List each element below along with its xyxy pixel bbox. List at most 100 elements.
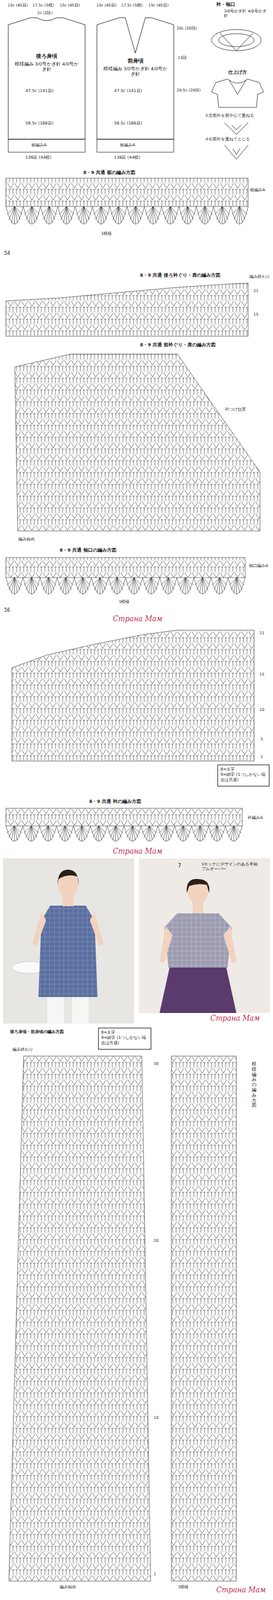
shell-fan xyxy=(5,206,24,225)
body-chart xyxy=(8,1057,151,1584)
chart-title: 8・9 共通 前衿ぐり・肩の編み方図 xyxy=(139,342,217,349)
dimension-label: 56.5c (166目) xyxy=(24,121,54,126)
watermark: Страна Мам xyxy=(112,848,164,857)
shell-fan xyxy=(161,206,180,225)
piece-note: 9=細字 (1つしかない場合は共通) xyxy=(220,773,267,785)
dimension-label: 15c (45目) xyxy=(147,3,169,9)
page-number: 56 xyxy=(3,608,11,615)
chart-note: 編み始め xyxy=(59,1587,77,1592)
shell-fan xyxy=(109,206,128,225)
shell-fan xyxy=(40,578,58,596)
watermark: Страна Мам xyxy=(209,1015,261,1025)
chart-note: 裾編みA xyxy=(249,187,271,193)
front-neck-chart xyxy=(14,354,260,532)
dimension-label: 136目 (44模) xyxy=(113,155,141,161)
shell-fan xyxy=(56,827,74,843)
piece-name: 8=太字 xyxy=(101,1031,149,1038)
chart-title: 後ろ身頃・前身頃の編み方図 xyxy=(9,1031,65,1036)
chart-title: 8・9 共通 衿の編み方図 xyxy=(88,800,142,806)
shell-fan xyxy=(92,206,110,225)
chart-title: 8・9 共通 後ろ衿ぐり・肩の編み方図 xyxy=(139,273,221,279)
shell-fan xyxy=(174,827,193,843)
dimension-label: 17.5c (5模) xyxy=(120,3,143,9)
hem-chart xyxy=(5,178,249,207)
chart-note: ①左前衿を前中心で重ねる xyxy=(204,113,271,119)
shell-fan xyxy=(23,206,41,225)
shell-fan xyxy=(23,827,41,843)
dimension-label: 15c (45目) xyxy=(95,3,117,9)
photo-blue-tunic xyxy=(2,859,135,1026)
piece-note: 模様編み 3/0号かぎ針 4/0号かぎ針 xyxy=(13,61,81,73)
chart-title: 仕上げ方 xyxy=(227,69,248,76)
row-number: 5 xyxy=(260,738,264,744)
piece-name: 8=太字 xyxy=(220,768,267,774)
row-number: 15 xyxy=(258,673,265,679)
shell-fan xyxy=(142,578,160,596)
row-number: 1 xyxy=(260,756,264,762)
row-number: 20 xyxy=(153,1240,159,1246)
dimension-label: 47.5c (141目) xyxy=(24,88,54,94)
shell-fan xyxy=(196,206,214,225)
row-number: 21 xyxy=(258,632,265,637)
pattern-column-chart xyxy=(171,1057,237,1584)
dimension-label: 20c (20段) xyxy=(176,26,198,32)
chart-note: 1模様 xyxy=(177,1587,190,1592)
shell-fan xyxy=(125,578,143,596)
shell-fan xyxy=(210,578,229,596)
legend-box: 8=太字9=細字 (1つしかない場合は共通) xyxy=(217,765,270,788)
shell-fan xyxy=(23,578,41,596)
shell-fan xyxy=(159,578,177,596)
shell-fan xyxy=(176,578,194,596)
back-shoulder-chart xyxy=(5,283,249,337)
shell-fan xyxy=(90,827,108,843)
chart-note: 編み始め xyxy=(17,537,36,543)
shell-fan xyxy=(231,206,249,225)
shell-fan xyxy=(124,827,142,843)
piece-name: 前身頃 xyxy=(101,57,169,65)
row-number: 1 xyxy=(153,1574,157,1580)
dimension-label: 15c (45目) xyxy=(7,3,29,9)
shell-fan xyxy=(208,827,226,843)
shell-fan xyxy=(57,578,75,596)
chart-note: 裾編みA xyxy=(30,143,48,148)
photo-number: 7 xyxy=(177,863,182,871)
chart-title: 8・9 共通 袖口の編み方図 xyxy=(59,548,117,554)
piece-note: 模様編み 3/0号かぎ針 4/0号かぎ針 xyxy=(101,66,169,78)
vertical-note: 模様編みの編み方図 xyxy=(251,1063,258,1111)
dimension-label: 15c (45目) xyxy=(59,3,81,9)
sleeve-chart xyxy=(5,558,246,579)
piece-name: 後ろ身頃 xyxy=(13,53,81,60)
row-number: 15 xyxy=(252,313,259,318)
chart-title: 衿・袖口 xyxy=(215,1,236,8)
chart-note: 1模様 xyxy=(100,231,113,237)
photo-caption: Vネックにデザインのある半袖プルオーバー xyxy=(200,863,262,874)
chart-note: 袖口編みA xyxy=(248,564,271,570)
watermark: Страна Мам xyxy=(215,1588,267,1597)
page-number: 54 xyxy=(3,251,11,258)
collar-chart xyxy=(5,809,243,828)
chart-note: 編み終わり xyxy=(248,275,271,281)
shell-fan xyxy=(73,827,91,843)
shell-fan xyxy=(40,206,58,225)
shell-fans xyxy=(5,206,249,843)
chart-title: 8・9 共通 裾の編み方図 xyxy=(82,170,136,176)
shell-fan xyxy=(213,206,231,225)
shoulder-chart xyxy=(11,631,255,763)
dimension-label: 29.5c (29段) xyxy=(176,88,201,94)
chart-note: 衿編みA xyxy=(247,816,270,822)
shell-fan xyxy=(157,827,175,843)
chart-note: 3/0号かぎ針 4/0号かぎ針 xyxy=(223,9,271,19)
hem-band xyxy=(96,139,174,153)
watermark: Страна Мам xyxy=(112,615,164,624)
shell-fan xyxy=(74,578,92,596)
dimension-label: 136目 (44模) xyxy=(24,155,52,161)
shell-fan xyxy=(106,827,125,843)
shell-fan xyxy=(191,827,209,843)
dimension-label: 47.5c (141目) xyxy=(113,88,143,94)
chart-note: 衿つけ位置 xyxy=(224,407,247,413)
row-number: 21 xyxy=(252,289,259,295)
shell-fan xyxy=(57,206,76,225)
row-number: 10 xyxy=(153,1418,159,1423)
dimension-label: 17.5c (5模) xyxy=(31,3,55,9)
hem-band xyxy=(8,139,86,153)
